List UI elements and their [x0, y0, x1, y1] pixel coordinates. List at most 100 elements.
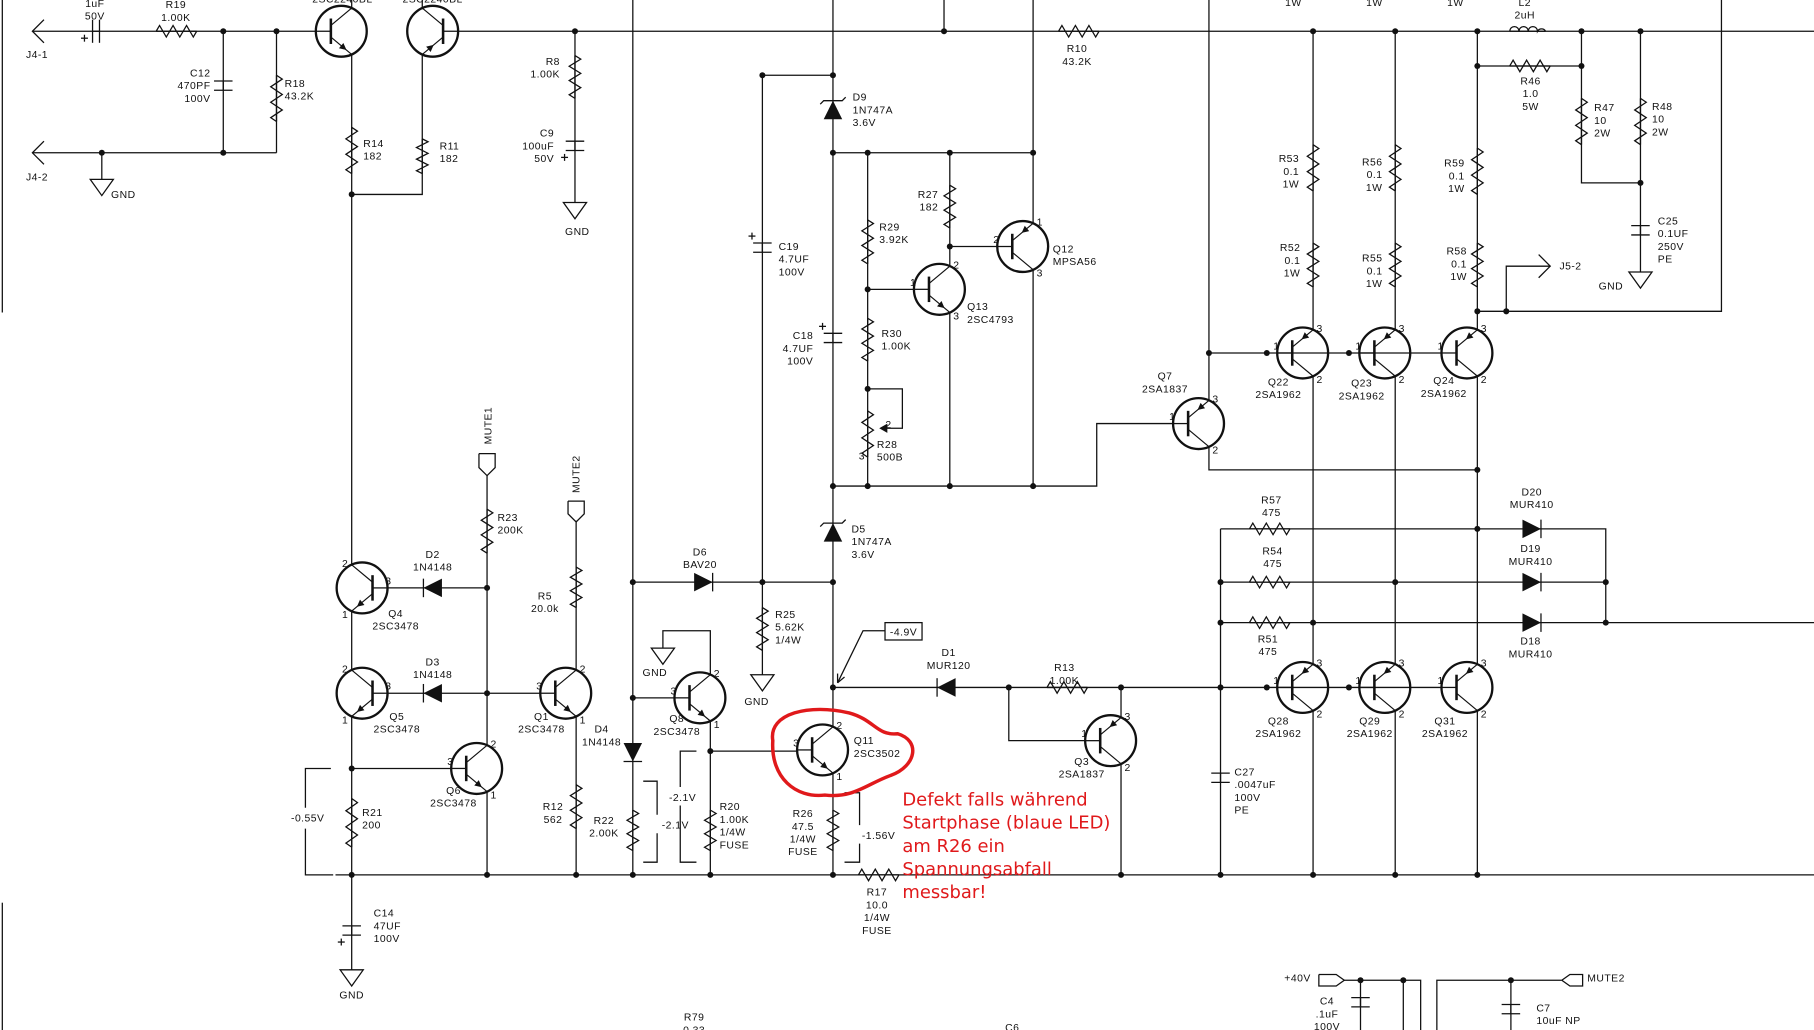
label-line: MUR410 — [1510, 500, 1554, 511]
label-line: 2SC2240BL — [312, 0, 372, 5]
label-line: -2.1V — [669, 793, 696, 804]
pin-number: 2 — [580, 664, 586, 675]
pin-number: 2 — [491, 740, 497, 751]
label-line: Q5 — [389, 712, 404, 723]
label-line: 47UF — [374, 921, 401, 932]
resistor-r51 — [1248, 615, 1291, 630]
junction-dot — [864, 483, 871, 490]
transistor-q11 — [795, 723, 850, 777]
label-line: 100V — [787, 357, 813, 368]
label-line: 1W — [1447, 0, 1464, 9]
resistor-r11 — [415, 138, 430, 175]
label-line: J5-2 — [1559, 262, 1581, 273]
junction-dot — [1503, 308, 1510, 315]
resistor-r26 — [825, 809, 841, 852]
pin-number: 3 — [1124, 712, 1130, 723]
wire — [679, 750, 697, 787]
label-line: R14 — [363, 139, 383, 150]
top-lead — [689, 674, 711, 693]
label-line: 562 — [544, 815, 563, 826]
label-line: 1N747A — [851, 537, 891, 548]
label-line: 1W — [1366, 183, 1383, 194]
resistor-r17 — [857, 867, 900, 882]
diode-d20 — [1522, 519, 1541, 539]
label-gnd1: GND — [111, 190, 136, 201]
label-gnd5: GND — [643, 668, 668, 679]
label-line: 500B — [877, 453, 903, 464]
label-line: -4.9V — [890, 627, 917, 638]
ground-icon — [749, 674, 776, 693]
label-c6: C6 — [1005, 1023, 1019, 1030]
pin-number: 2 — [885, 420, 891, 431]
junction-dot — [1507, 977, 1514, 984]
junction-dot — [707, 748, 714, 755]
label-line: 2SC2240BL — [403, 0, 463, 5]
resistor-r46 — [1509, 58, 1551, 74]
ground-icon — [1627, 271, 1654, 290]
junction-dot — [946, 149, 953, 156]
pin-number: 2 — [1481, 710, 1487, 721]
emitter-arrow-icon — [697, 709, 706, 717]
top-lead — [351, 564, 373, 583]
diode-d4 — [623, 742, 643, 762]
top-lead — [351, 669, 373, 688]
label-line: Q29 — [1359, 716, 1380, 727]
emitter-arrow-icon — [563, 704, 571, 713]
transistor-q1 — [539, 666, 593, 720]
junction-dot — [1310, 871, 1317, 878]
label-line: C14 — [374, 909, 394, 920]
label-line: C18 — [793, 331, 813, 342]
label-line: 0.1 — [1284, 256, 1300, 267]
label-mute1: MUTE1 — [484, 407, 495, 445]
label-line: PE — [1234, 806, 1249, 817]
transistor-q28 — [1276, 660, 1330, 715]
transistor-q6 — [450, 741, 504, 796]
wire — [837, 676, 845, 684]
pin-number: 1 — [714, 720, 720, 731]
zener-diode-d9-cathode — [819, 96, 847, 105]
pin-number: 3 — [536, 682, 542, 693]
zener-diode-d5 — [823, 523, 843, 542]
transistor-q22 — [1276, 326, 1330, 380]
pin-number: 2 — [953, 260, 959, 271]
label-q-top1: 2SC2240BL — [312, 0, 372, 5]
label-line: 100V — [1314, 1022, 1340, 1030]
label-w3: 1W — [1447, 0, 1464, 9]
junction-dot — [1392, 579, 1399, 586]
pin-number: 1 — [1438, 342, 1444, 353]
junction-dot — [1578, 28, 1585, 35]
label-line: MUTE2 — [1587, 973, 1625, 984]
label-line: R10 — [1067, 44, 1087, 55]
label-line: MUTE2 — [572, 455, 583, 493]
resistor-r18 — [269, 74, 284, 123]
junction-dot — [829, 871, 836, 878]
junction-dot — [484, 871, 491, 878]
diode-d6 — [694, 572, 713, 592]
junction-dot — [1474, 308, 1481, 315]
junction-dot — [629, 871, 636, 878]
label-line: Q3 — [1074, 757, 1089, 768]
junction-dot — [829, 149, 836, 156]
label-line: 3.92K — [879, 235, 909, 246]
pin-number: 2 — [1399, 375, 1405, 386]
wire — [1580, 31, 1641, 184]
label-line: R13 — [1054, 663, 1074, 674]
pin-number: 1 — [1081, 729, 1087, 740]
label-line: 1.00K — [1050, 676, 1080, 687]
label-line: GND — [643, 668, 668, 679]
emitter-arrow-icon — [1465, 332, 1474, 340]
label-line: C7 — [1536, 1003, 1550, 1014]
label-j52: J5-2 — [1559, 262, 1581, 273]
annotation-line: Startphase (blaue LED) — [902, 813, 1110, 834]
label-line: FUSE — [862, 926, 892, 937]
